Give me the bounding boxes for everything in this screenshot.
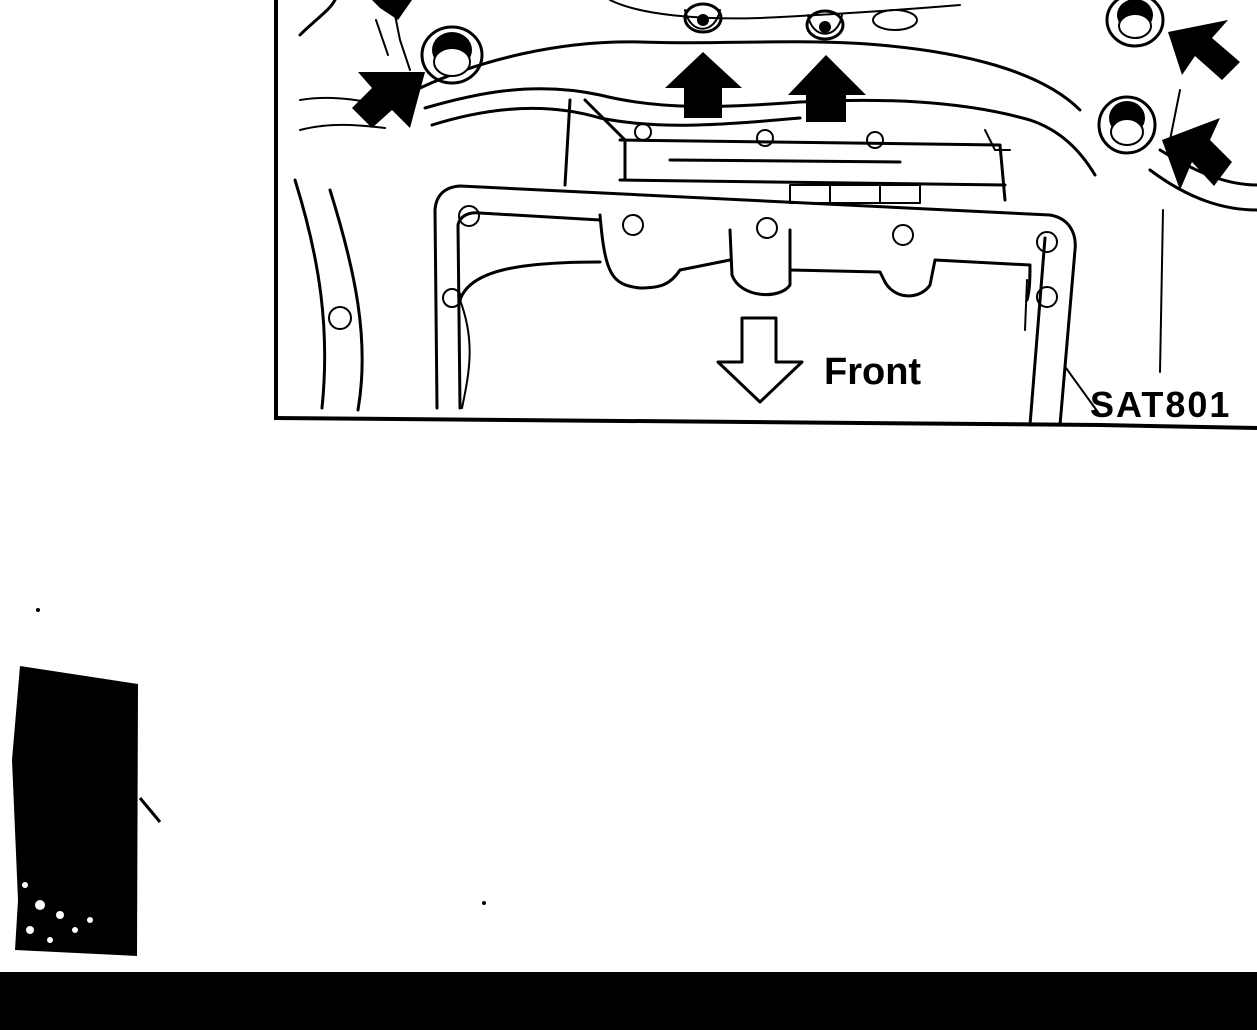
- bolt-arrow-left-upper: [372, 0, 412, 20]
- pan-bolt-left: [420, 25, 484, 85]
- scan-speck: [482, 901, 486, 905]
- pan-bolt-right-upper: [1105, 0, 1165, 48]
- bolt-arrow-right-lower: [1162, 118, 1232, 190]
- bolt-arrow-right-upper: [1168, 20, 1240, 80]
- pan-bolt-center-right: [805, 9, 918, 41]
- front-direction-label: Front: [824, 351, 921, 393]
- pan-bolt-right-lower: [1097, 95, 1157, 155]
- figure-code-leader: [1065, 367, 1101, 416]
- left-housing-outline: [293, 0, 411, 412]
- bolt-arrow-up-right: [788, 55, 866, 122]
- front-direction-arrow-icon: [716, 316, 804, 404]
- scan-speck: [36, 608, 40, 612]
- valve-body-flange-left: [418, 0, 1097, 177]
- scan-artifact-bottom-bar: [0, 972, 1257, 1030]
- scan-artifact-black-block: [12, 666, 162, 956]
- control-valve-plate: [563, 98, 1011, 204]
- figure-frame: [273, 0, 1257, 430]
- oil-pan-gasket: [328, 184, 1077, 427]
- bolt-arrow-up-left: [665, 52, 742, 118]
- figure-code-label: SAT801: [1090, 384, 1231, 425]
- bolt-arrow-left-lower: [352, 72, 425, 128]
- pan-bolt-center-left: [683, 2, 723, 34]
